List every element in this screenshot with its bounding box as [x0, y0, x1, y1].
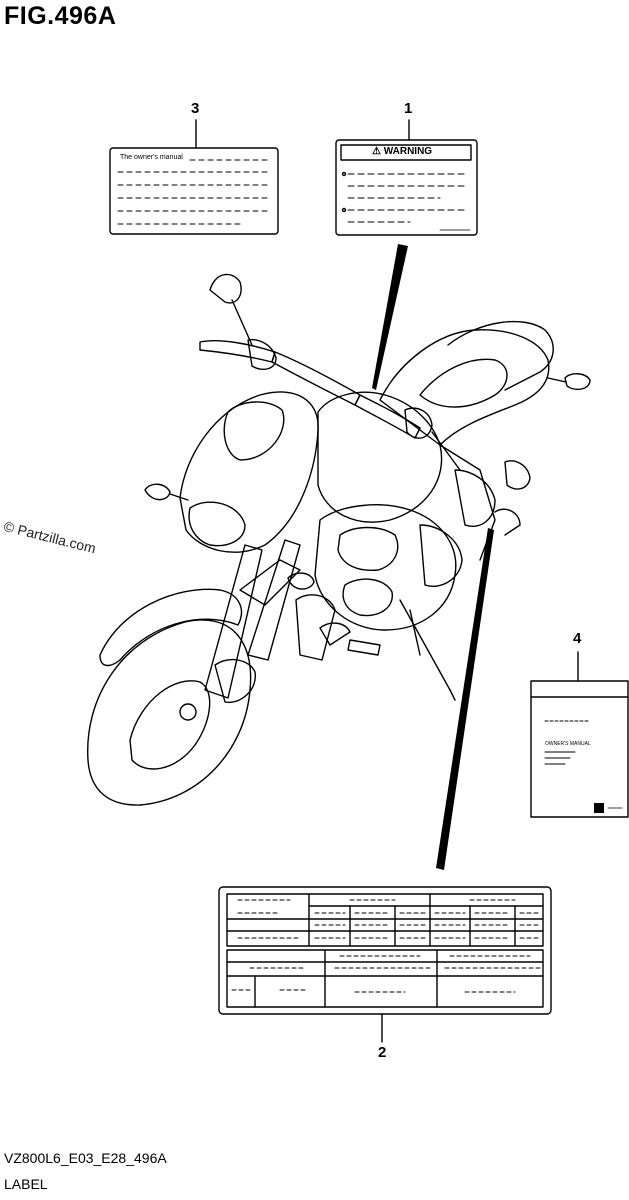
label-1-warning-sticker	[335, 119, 478, 236]
owners-manual-heading: The owner's manual	[120, 154, 183, 161]
label-4-manual-book	[530, 651, 629, 818]
callout-1: 1	[404, 100, 413, 117]
figure-name: LABEL	[4, 1176, 48, 1192]
figure-code: VZ800L6_E03_E28_496A	[4, 1150, 167, 1166]
label-3-owners-manual-sticker	[109, 119, 279, 235]
warning-heading: ⚠ WARNING	[372, 146, 433, 157]
callout-3: 3	[191, 100, 200, 117]
callout-2: 2	[378, 1044, 387, 1061]
front-wheel	[87, 619, 252, 806]
manual-book-title: OWNER'S MANUAL	[545, 741, 591, 747]
figure-title: FIG.496A	[4, 2, 117, 30]
label-2-spec-label	[218, 886, 552, 1043]
callout-4: 4	[573, 630, 582, 647]
